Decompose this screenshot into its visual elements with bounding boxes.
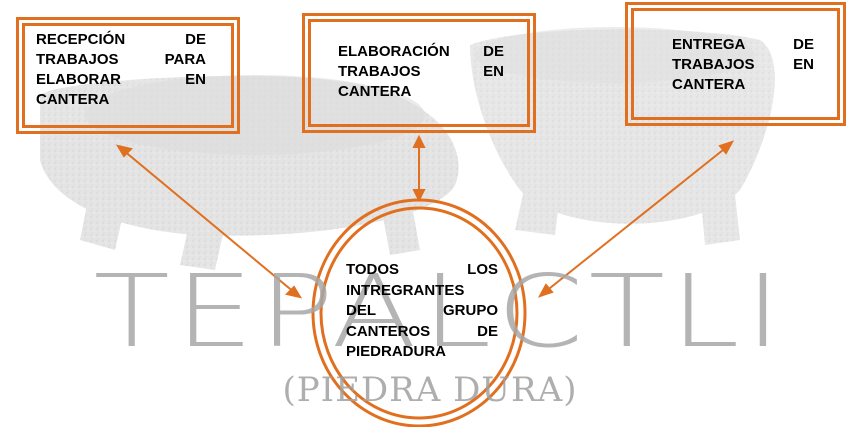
- left-mortar-shape: [40, 75, 459, 270]
- arrow-reception-to-center: [122, 149, 296, 294]
- center-circle: [311, 198, 527, 427]
- box-reception-label: RECEPCIÓN DE TRABAJOS PARA ELABORAR EN C…: [36, 31, 206, 108]
- center-label: TODOS LOS INTREGRANTES DEL GRUPO CANTERO…: [346, 261, 498, 360]
- connector-arrows: [115, 134, 735, 299]
- box-delivery: [625, 2, 846, 126]
- box-delivery-label: ENTREGA DE TRABAJOS EN CANTERA: [672, 36, 814, 93]
- box-elaboration: [302, 13, 536, 133]
- right-mortar-shape: [470, 27, 775, 245]
- box-elaboration-label: ELABORACIÓN DE TRABAJOS EN CANTERA: [338, 43, 504, 100]
- box-reception: [16, 17, 240, 134]
- arrow-delivery-to-center: [544, 145, 729, 293]
